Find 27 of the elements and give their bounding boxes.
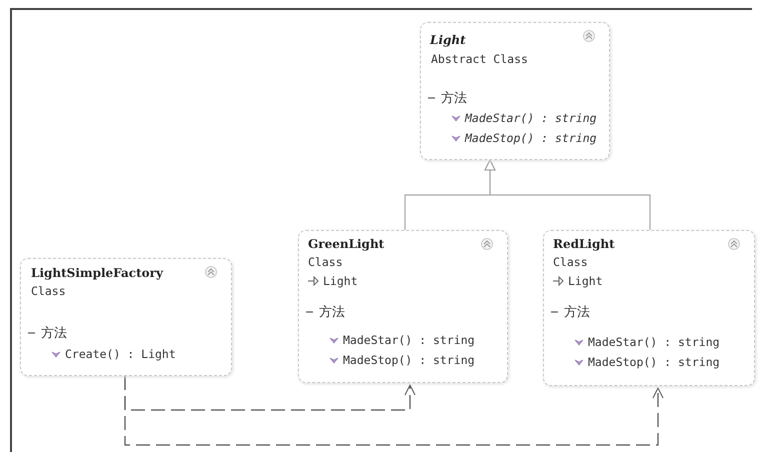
class-name: RedLight	[553, 237, 615, 251]
base-class: Light	[568, 274, 603, 288]
method-signature: MadeStar() : string	[343, 333, 475, 347]
class-name: Light	[430, 33, 466, 47]
dependency-arrow	[124, 376, 664, 446]
method-signature: MadeStop() : string	[465, 131, 597, 145]
method-signature: MadeStop() : string	[588, 355, 720, 369]
class-box	[543, 230, 755, 386]
inheritance-arrow	[484, 160, 651, 230]
class-type: Class	[31, 284, 66, 298]
section-heading: 方法	[441, 90, 467, 107]
class-box	[420, 22, 610, 160]
section-heading: 方法	[41, 325, 67, 342]
method-signature: MadeStar() : string	[588, 335, 720, 349]
method-signature: Create() : Light	[65, 347, 176, 361]
class-name: LightSimpleFactory	[31, 266, 163, 280]
base-class: Light	[323, 274, 358, 288]
method-signature: MadeStar() : string	[465, 111, 597, 125]
method-signature: MadeStop() : string	[343, 353, 475, 367]
class-name: GreenLight	[308, 237, 384, 251]
class-type: Abstract Class	[431, 52, 528, 66]
class-box	[298, 230, 508, 383]
class-type: Class	[308, 255, 343, 269]
class-type: Class	[553, 255, 588, 269]
section-heading: 方法	[564, 304, 590, 321]
class-box	[20, 258, 232, 376]
section-heading: 方法	[319, 304, 345, 321]
